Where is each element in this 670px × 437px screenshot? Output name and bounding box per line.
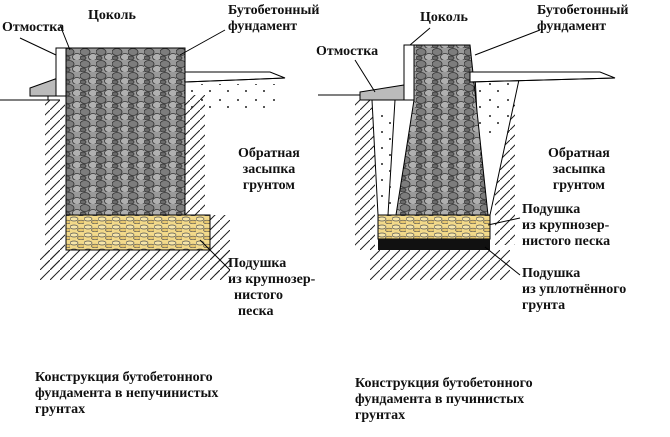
label-line: Подушка (228, 256, 287, 271)
label-line: грунта (522, 298, 566, 313)
right-caption: Конструкция бутобетонного фундамента в п… (355, 376, 533, 424)
left-tsokol-label: Цоколь (88, 8, 136, 23)
label-line: фундамент (228, 19, 298, 34)
right-sand-cushion (377, 214, 491, 240)
left-soil-hatch (45, 100, 65, 270)
right-otmostka-slab (359, 84, 405, 101)
left-foundation-label: Бутобетонный фундамент (228, 3, 319, 35)
left-otmostka-slab (29, 77, 59, 97)
right-compacted-soil-cushion (378, 239, 490, 250)
caption-line: фундамента в непучинистых (35, 386, 219, 401)
right-backfill-label: Обратная засыпка грунтом (548, 146, 610, 194)
label-line: из крупнозер- (522, 218, 610, 233)
label-line: Обратная (238, 146, 300, 161)
label-line: нистого (234, 288, 284, 303)
label-line: фундамент (537, 19, 607, 34)
caption-line: Конструкция бутобетонного (355, 376, 533, 391)
left-caption: Конструкция бутобетонного фундамента в н… (35, 370, 218, 418)
left-sand-cushion-label: Подушка из крупнозер- нистого песка (228, 256, 315, 320)
label-line: грунтом (242, 178, 295, 193)
label-line: нистого песка (522, 234, 611, 249)
label-line: из уплотнённого (522, 282, 627, 297)
label-line: засыпка (552, 162, 606, 177)
right-foundation-label: Бутобетонный фундамент (537, 3, 628, 35)
left-rubble-foundation (65, 47, 186, 216)
left-backfill-label: Обратная засыпка грунтом (238, 146, 300, 194)
label-line: грунтом (552, 178, 605, 193)
left-section (0, 24, 286, 280)
right-sand-cushion-label: Подушка из крупнозер- нистого песка (522, 202, 610, 250)
label-line: Обратная (548, 146, 610, 161)
label-line: засыпка (242, 162, 296, 177)
right-section (318, 27, 616, 280)
right-soil-cushion-label: Подушка из уплотнённого грунта (522, 266, 626, 314)
left-sand-cushion (65, 214, 211, 251)
label-line: Бутобетонный (228, 3, 320, 18)
label-line: песка (238, 304, 274, 319)
label-line: из крупнозер- (228, 272, 316, 287)
caption-line: Конструкция бутобетонного (35, 370, 213, 385)
label-line: Бутобетонный (537, 3, 629, 18)
left-otmostka-label: Отмостка (2, 20, 65, 35)
right-tsokol-label: Цоколь (420, 10, 468, 25)
caption-line: фундамента в пучинистых (355, 392, 525, 407)
left-tsokol (55, 47, 67, 97)
right-tsokol (403, 44, 415, 101)
caption-line: грунтах (35, 402, 86, 417)
right-otmostka-label: Отмостка (316, 44, 379, 59)
label-line: Подушка (522, 266, 581, 281)
label-line: Подушка (522, 202, 581, 217)
caption-line: грунтах (355, 408, 406, 423)
